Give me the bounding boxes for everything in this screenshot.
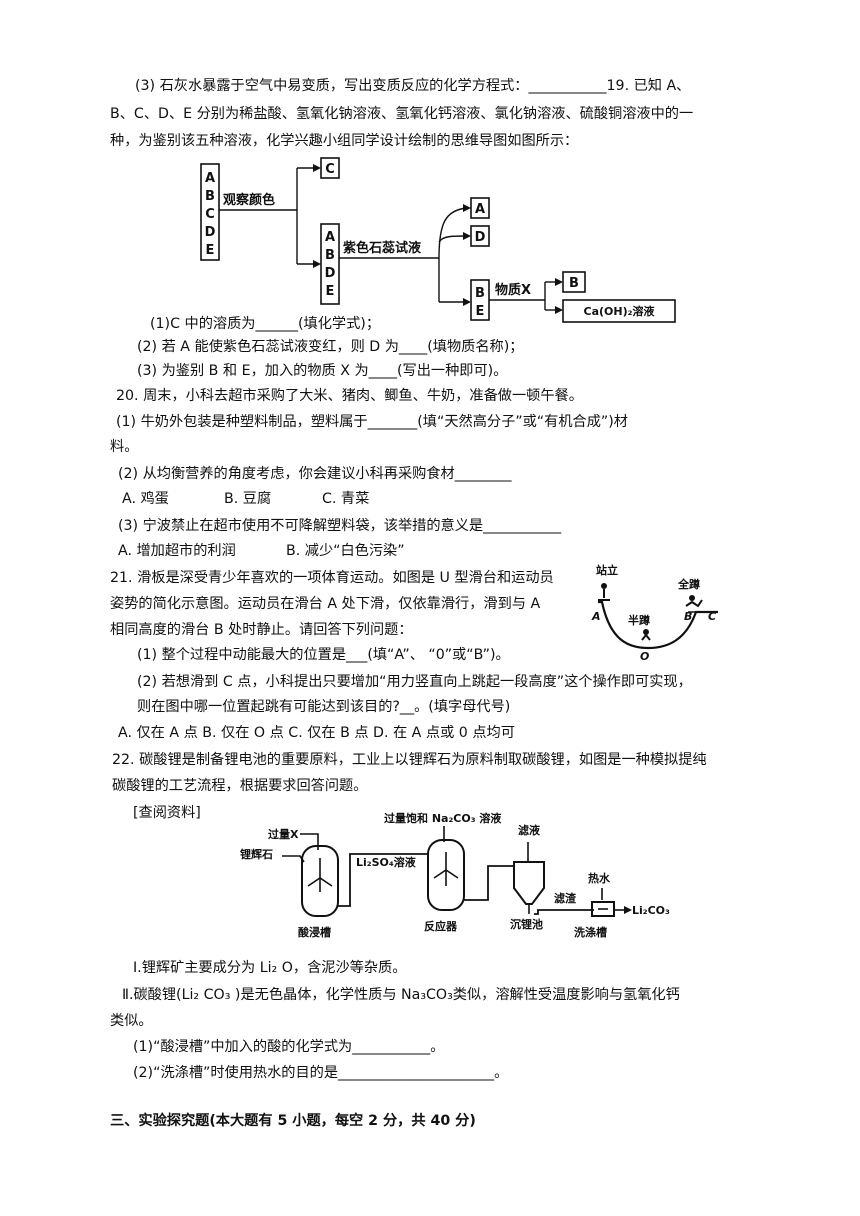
diagram-step-observe-color: 观察颜色	[223, 192, 275, 208]
flow-product: Li₂CO₃	[632, 904, 670, 917]
q21-question2-line1: (2) 若想滑到 C 点，小科提出只要增加“用力竖直向上跳起一段高度”这个操作即…	[137, 674, 692, 690]
q20-q3-option-b: B. 减少“白色污染”	[286, 543, 405, 559]
flow-spodumene: 锂辉石	[240, 847, 273, 861]
diagram-letter-a1: A	[205, 171, 215, 186]
diagram-letter-d1: D	[205, 225, 216, 240]
q22-info1: Ⅰ.锂辉矿主要成分为 Li₂ O，含泥沙等杂质。	[133, 960, 407, 976]
q20-q3-option-a: A. 增加超市的利润	[118, 543, 236, 559]
diagram-letter-b2: B	[325, 248, 335, 263]
q22-intro-line1: 22. 碳酸锂是制备锂电池的重要原料，工业上以锂辉石为原料制取碳酸锂，如图是一种…	[112, 752, 707, 768]
flow-tank-acid-leach: 酸浸槽	[298, 925, 331, 939]
q20-q2-option-b: B. 豆腐	[224, 491, 272, 507]
flow-tank-reactor: 反应器	[424, 919, 458, 933]
point-b-label: B	[684, 610, 692, 623]
q20-question2: (2) 从均衡营养的角度考虑，你会建议小科再采购食材________	[118, 466, 512, 482]
q22-info2-line2: 类似。	[110, 1013, 153, 1029]
q22-reference-label: [查阅资料]	[133, 805, 201, 821]
q22-intro-line2: 碳酸锂的工艺流程，根据要求回答问题。	[112, 778, 368, 794]
q21-options: A. 仅在 A 点 B. 仅在 O 点 C. 仅在 B 点 D. 在 A 点或 …	[118, 725, 515, 741]
label-full-squat: 全蹲	[677, 577, 700, 591]
q19-question1: (1)C 中的溶质为______(填化学式)；	[150, 316, 381, 332]
q20-question3: (3) 宁波禁止在超市使用不可降解塑料袋，该举措的意义是___________	[118, 518, 562, 534]
diagram-letter-e2: E	[326, 284, 335, 299]
flow-li2so4: Li₂SO₄溶液	[356, 855, 417, 869]
diagram-letter-c1: C	[205, 207, 215, 222]
q20-question1-line1: (1) 牛奶外包装是种塑料制品，塑料属于_______(填“天然高分子”或“有机…	[116, 414, 628, 430]
q21-question1: (1) 整个过程中动能最大的位置是___(填“A”、 “0”或“B”)。	[137, 647, 510, 663]
point-o-label: O	[640, 650, 649, 663]
q22-question2: (2)“洗涤槽”时使用热水的目的是______________________。	[133, 1065, 509, 1081]
q22-question1: (1)“酸浸槽”中加入的酸的化学式为___________。	[133, 1039, 445, 1055]
diagram-result-c: C	[325, 162, 335, 177]
q20-q2-option-a: A. 鸡蛋	[122, 491, 169, 507]
q21-intro-line3: 相同高度的滑台 B 处时静止。请回答下列问题：	[110, 622, 413, 638]
diagram-letter-b1: B	[205, 189, 215, 204]
flow-tank-precipitation: 沉锂池	[510, 917, 543, 931]
diagram-result-a: A	[475, 202, 485, 217]
q18-part3-text: (3) 石灰水暴露于空气中易变质，写出变质反应的化学方程式：__________…	[135, 78, 691, 94]
flow-filtrate: 滤液	[518, 823, 541, 837]
flow-tank-washing: 洗涤槽	[574, 925, 607, 939]
point-c-label: C	[708, 610, 716, 623]
diagram-letter-e3: E	[476, 304, 485, 319]
diagram-letter-e1: E	[206, 243, 215, 258]
q19-question3: (3) 为鉴别 B 和 E，加入的物质 X 为____(写出一种即可)。	[137, 363, 508, 379]
flow-residue: 滤渣	[554, 891, 577, 905]
q21-intro-line2: 姿势的简化示意图。运动员在滑台 A 处下滑，仅依靠滑行，滑到与 A	[110, 596, 541, 612]
q21-u-ramp-figure: 站立 全蹲 半蹲 A B C O	[591, 563, 718, 663]
diagram-letter-d2: D	[325, 266, 336, 281]
section3-heading: 三、实验探究题(本大题有 5 小题，每空 2 分，共 40 分)	[110, 1113, 476, 1129]
q19-mind-map-diagram: A B C D E 观察颜色 C A B D E 紫色石蕊试液 A D B E …	[200, 157, 676, 323]
diagram-result-b: B	[569, 276, 579, 291]
q21-question2-line2: 则在图中哪一位置起跳有可能达到该目的?__。(填字母代号)	[137, 699, 511, 715]
q20-intro: 20. 周末，小科去超市采购了大米、猪肉、鲫鱼、牛奶，准备做一顿午餐。	[116, 388, 583, 404]
flow-excess-na2co3: 过量饱和 Na₂CO₃ 溶液	[384, 811, 502, 825]
diagram-result-d: D	[475, 230, 486, 245]
diagram-letter-b3: B	[475, 286, 485, 301]
q19-intro-line3: 种，为鉴别该五种溶液，化学兴趣小组同学设计绘制的思维导图如图所示：	[110, 133, 579, 149]
q19-intro-line2: B、C、D、E 分别为稀盐酸、氢氧化钠溶液、氢氧化钙溶液、氯化钠溶液、硫酸铜溶液…	[110, 106, 694, 122]
label-half-squat: 半蹲	[628, 613, 650, 627]
point-a-label: A	[591, 610, 601, 623]
diagram-step-substance-x: 物质X	[495, 282, 531, 298]
q20-question1-line2: 料。	[110, 439, 139, 455]
flow-excess-x: 过量X	[268, 827, 299, 841]
q19-question2: (2) 若 A 能使紫色石蕊试液变红，则 D 为____(填物质名称)；	[137, 339, 524, 355]
q21-intro-line1: 21. 滑板是深受青少年喜欢的一项体育运动。如图是 U 型滑台和运动员	[110, 570, 554, 586]
flow-hot-water: 热水	[588, 871, 611, 885]
q20-q2-option-c: C. 青菜	[322, 491, 370, 507]
q22-info2-line1: Ⅱ.碳酸锂(Li₂ CO₃ )是无色晶体，化学性质与 Na₃CO₃类似，溶解性受…	[122, 987, 680, 1003]
diagram-letter-a2: A	[325, 230, 335, 245]
diagram-result-caoh2: Ca(OH)₂溶液	[584, 304, 656, 318]
diagram-step-litmus: 紫色石蕊试液	[343, 240, 421, 256]
q22-process-flow-diagram: 过量X 锂辉石 酸浸槽 Li₂SO₄溶液 过量饱和 Na₂CO₃ 溶液 反应器 …	[240, 811, 670, 939]
label-stand: 站立	[596, 563, 618, 577]
